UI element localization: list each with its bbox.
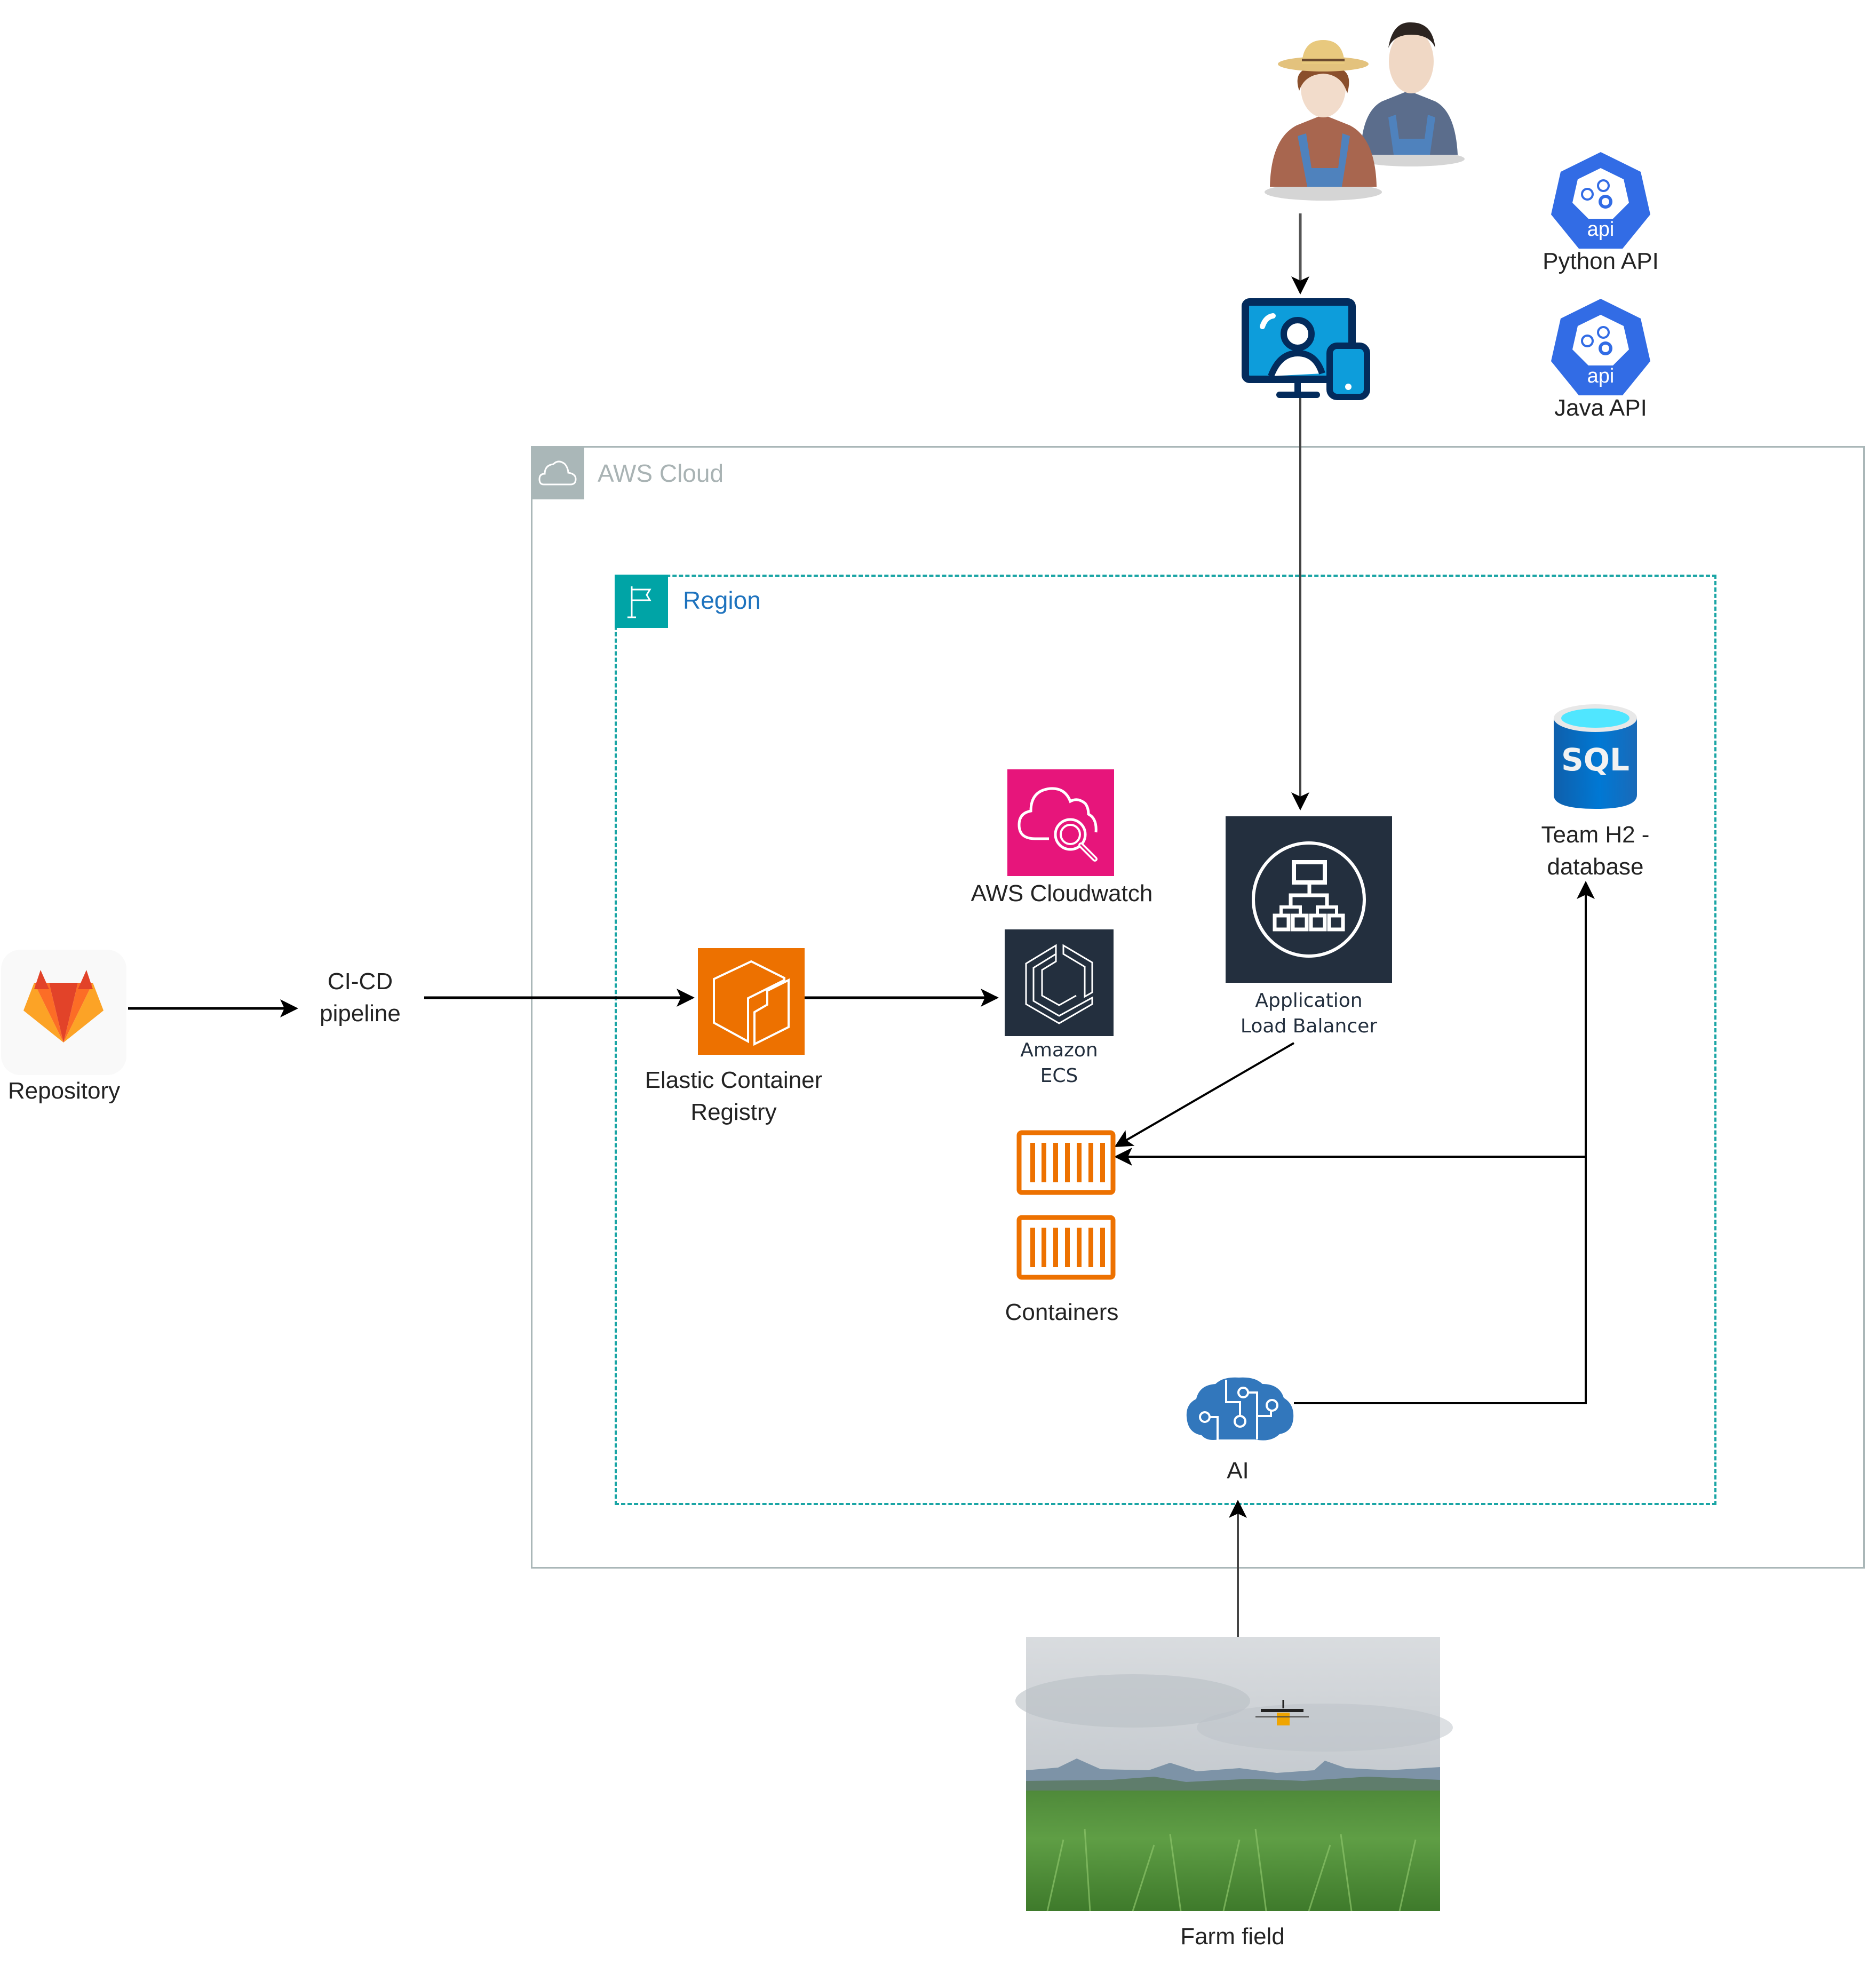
ecs-label-line2: ECS <box>1040 1065 1078 1087</box>
cloud-icon <box>538 460 577 486</box>
drone-icon <box>1255 1700 1309 1725</box>
gitlab-icon <box>23 970 104 1043</box>
edge-alb-to-containers <box>1114 1042 1295 1148</box>
farmers-users-icon <box>1265 22 1465 201</box>
api-gears-icon: api <box>1551 299 1650 395</box>
python-api-badge: api <box>1587 218 1615 241</box>
containers-label: Containers <box>1005 1299 1119 1325</box>
sql-text: SQL <box>1561 742 1629 778</box>
container-icon <box>1016 1215 1116 1280</box>
alb-label-line1: Application <box>1255 990 1363 1012</box>
ecr-label-line2: Registry <box>690 1099 777 1125</box>
region-title: Region <box>683 586 761 614</box>
sql-database-icon: SQL <box>1554 704 1637 809</box>
edge-database-to-containers <box>1114 1148 1587 1166</box>
java-api-badge: api <box>1587 365 1615 387</box>
cloudwatch-label: AWS Cloudwatch <box>971 880 1153 906</box>
aws-cloud-group <box>531 446 1865 1569</box>
farm-field-drone-photo <box>1015 1637 1453 1912</box>
ecr-registry-icon <box>698 948 805 1055</box>
container-icon <box>1016 1130 1116 1195</box>
ecs-label-line1: Amazon <box>1020 1039 1098 1061</box>
database-label-line1: Team H2 - <box>1541 822 1650 848</box>
ai-label: AI <box>1227 1458 1249 1484</box>
cloudwatch-icon <box>1007 769 1114 876</box>
load-balancer-icon <box>1226 816 1392 983</box>
desktop-mobile-client-icon <box>1242 298 1370 400</box>
repository-label: Repository <box>7 1078 121 1104</box>
cicd-label-line2: pipeline <box>320 1000 401 1027</box>
farm-field-label: Farm field <box>1180 1923 1285 1950</box>
aws-cloud-tab <box>531 446 584 499</box>
flag-icon <box>627 586 651 618</box>
region-tab <box>615 575 668 628</box>
cicd-label-line1: CI-CD <box>327 968 393 995</box>
python-api-label: Python API <box>1543 248 1659 274</box>
aws-cloud-title: AWS Cloud <box>598 459 724 487</box>
region-group <box>615 575 1716 1505</box>
api-gears-icon: api <box>1551 152 1650 249</box>
ai-brain-icon <box>1186 1377 1294 1441</box>
edge-ai-to-database <box>1294 881 1595 1404</box>
ecs-icon <box>1005 929 1114 1036</box>
database-label-line2: database <box>1547 854 1644 880</box>
alb-label-line2: Load Balancer <box>1240 1015 1378 1037</box>
java-api-label: Java API <box>1554 395 1647 421</box>
ecr-label-line1: Elastic Container <box>645 1067 823 1093</box>
